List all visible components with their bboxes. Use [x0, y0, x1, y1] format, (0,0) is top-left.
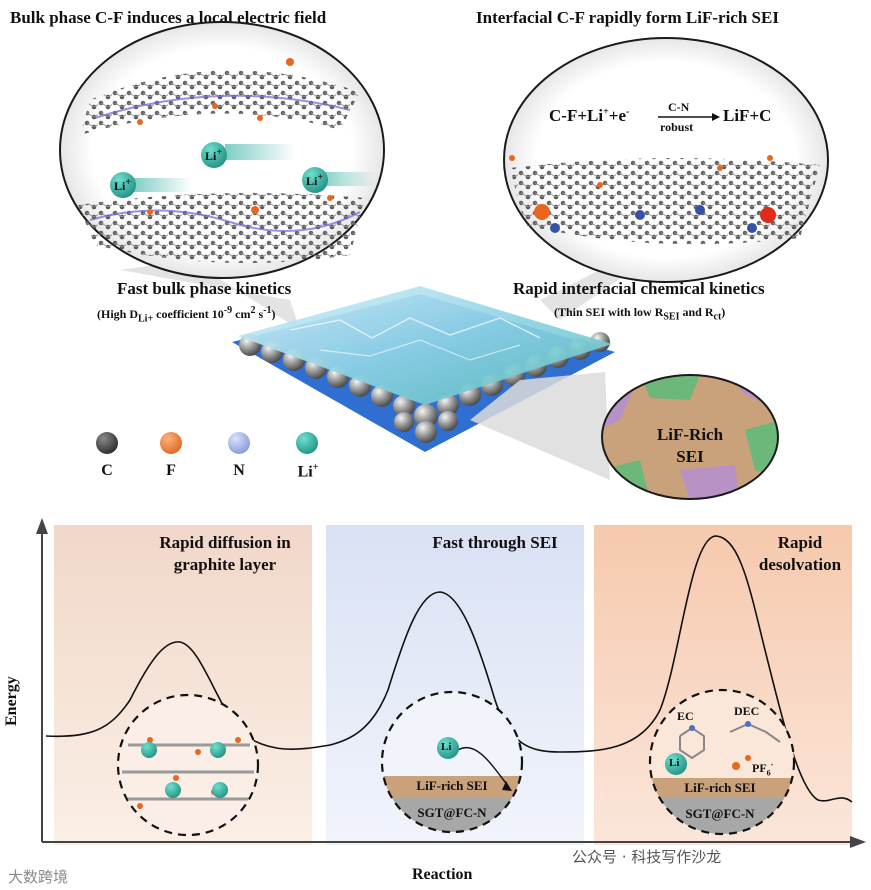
left-heading: Bulk phase C-F induces a local electric … — [10, 8, 327, 27]
reaction-arrow-bottom: robust — [660, 120, 694, 134]
mid-inset-substrate-label: SGT@FC-N — [417, 805, 487, 820]
energy-diagram — [36, 518, 866, 848]
lithium-ion-icon — [212, 782, 228, 798]
right-caption: Rapid interfacial chemical kinetics — [513, 279, 765, 298]
pf6-label: PF6- — [752, 760, 774, 778]
legend-label-c: C — [101, 462, 113, 479]
mid-inset-ion-label: Li — [441, 741, 452, 753]
legend-label-li: Li+ — [297, 462, 319, 481]
dec-label: DEC — [734, 704, 760, 718]
lithium-ion-icon — [141, 742, 157, 758]
left-caption: Fast bulk phase kinetics — [117, 279, 292, 298]
lithium-ion-icon — [110, 172, 136, 198]
lithium-ion-icon — [210, 742, 226, 758]
ion-label: Li — [114, 179, 126, 193]
watermark-left: 大数跨境 — [8, 868, 69, 886]
fluorine-atom-icon — [160, 432, 182, 454]
left-subcaption: (High DLi+ coefficient 10-9 cm2 s-1) — [97, 305, 276, 325]
right-inset-substrate-label: SGT@FC-N — [685, 806, 755, 821]
left-inset — [116, 693, 260, 837]
right-heading: Interfacial C-F rapidly form LiF-rich SE… — [476, 8, 779, 27]
legend-label-n: N — [233, 462, 245, 479]
ion-sup: + — [125, 177, 132, 188]
top-schematic — [59, 21, 829, 500]
ion-label: Li — [306, 174, 318, 188]
ec-label: EC — [677, 709, 694, 723]
right-inset-sei-label: LiF-rich SEI — [684, 780, 756, 795]
mid-inset-sei-label: LiF-rich SEI — [416, 778, 488, 793]
x-axis-label: Reaction — [412, 866, 473, 883]
energy-profile-curve — [45, 535, 853, 803]
ion-sup: + — [317, 172, 324, 183]
lithium-atom-icon — [296, 432, 318, 454]
lithium-ion-icon — [665, 753, 687, 775]
legend-label-f: F — [166, 462, 176, 479]
watermark-right: 公众号 · 科技写作沙龙 — [572, 848, 722, 866]
region-label-diffusion: Rapid diffusion in graphite layer — [159, 533, 291, 574]
lithium-ion-icon — [302, 167, 328, 193]
lithium-ion-icon — [437, 737, 459, 759]
right-subcaption: (Thin SEI with low RSEI and Rct) — [554, 305, 726, 323]
y-axis-label: Energy — [3, 676, 20, 726]
lithium-ion-icon — [165, 782, 181, 798]
right-inset-ion-label: Li — [669, 757, 680, 769]
ion-label: Li — [205, 149, 217, 163]
carbon-atom-icon — [96, 432, 118, 454]
reaction-left: C-F+Li++e- — [549, 106, 630, 125]
ion-sup: + — [216, 147, 223, 158]
region-label-desolvation: Rapid desolvation — [758, 533, 842, 574]
lithium-ion-icon — [201, 142, 227, 168]
region-label-sei: Fast through SEI — [432, 533, 558, 552]
reaction-right: LiF+C — [723, 106, 772, 125]
reaction-arrow-top: C-N — [668, 100, 690, 114]
nitrogen-atom-icon — [228, 432, 250, 454]
sei-zoom-label: LiF-Rich SEI — [656, 425, 724, 466]
